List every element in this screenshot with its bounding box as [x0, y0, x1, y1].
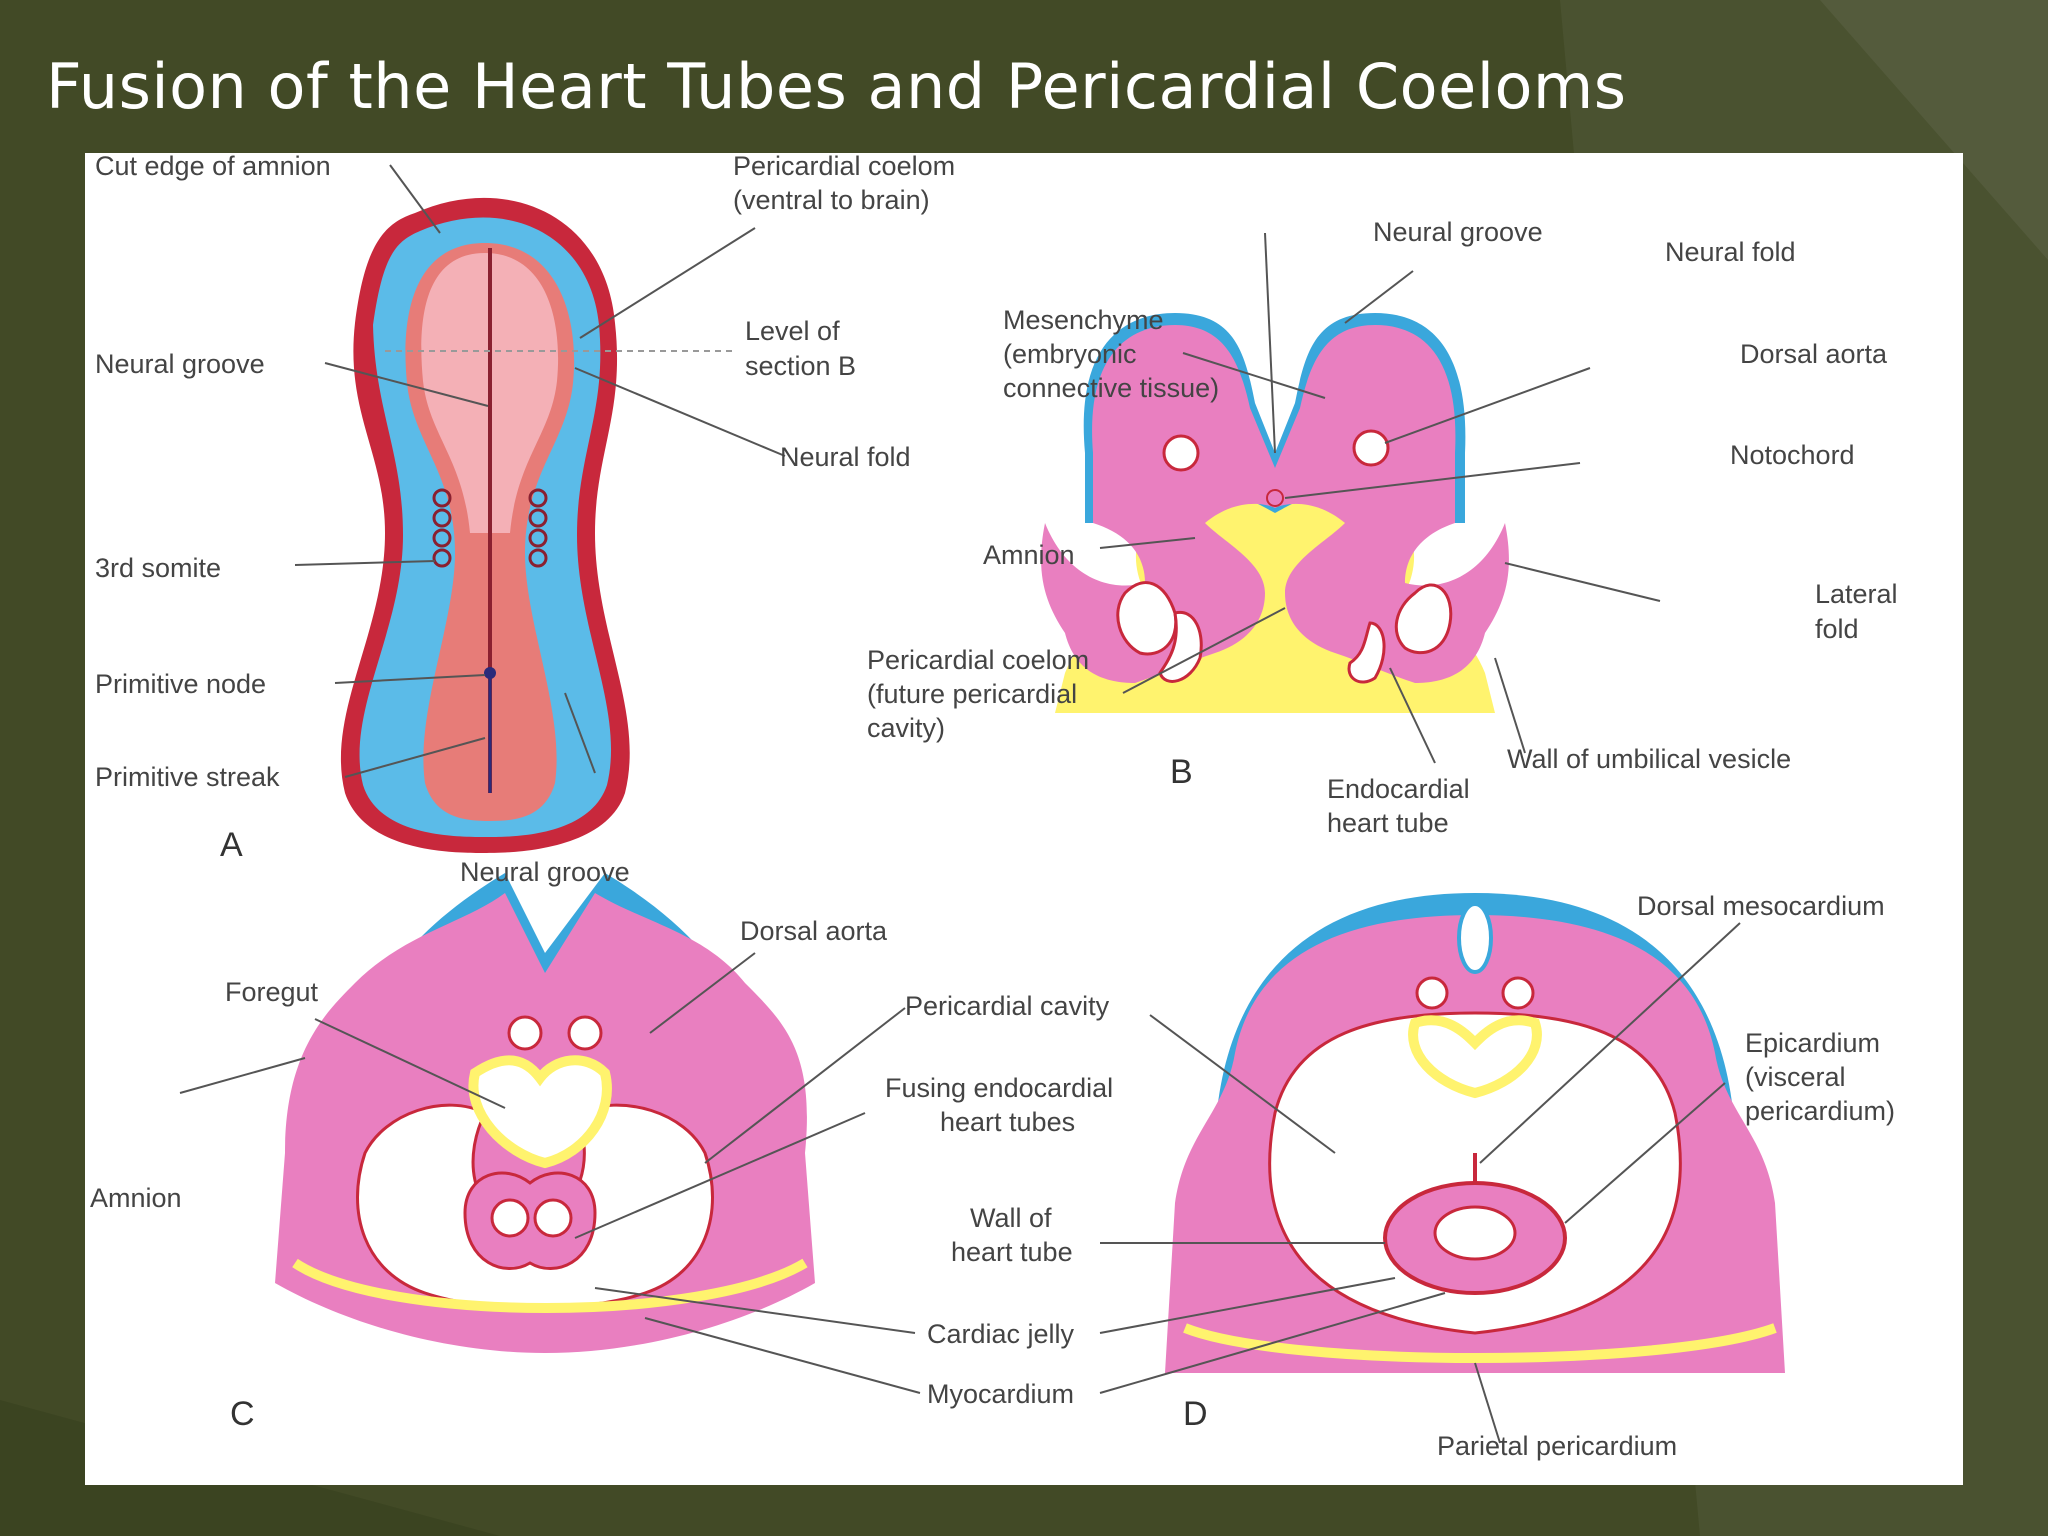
label-pericardial-coelom-a-1: Pericardial coelom: [733, 153, 955, 181]
label-primitive-node: Primitive node: [95, 669, 266, 699]
pericardial-coelom-left: [1116, 581, 1178, 656]
label-endocardial-2: heart tube: [1327, 808, 1449, 838]
pericardial-coelom-right: [1394, 583, 1453, 655]
label-wall-of-umbilical-vesicle: Wall of umbilical vesicle: [1507, 744, 1791, 774]
pericardial-cavity-c: [356, 1103, 714, 1310]
endoderm-c-yellow: [292, 1258, 808, 1313]
label-wall-of-heart-tube-2: heart tube: [951, 1237, 1073, 1267]
panel-d-leaders: [1099, 922, 1741, 1444]
label-foregut: Foregut: [225, 977, 319, 1007]
endocardial-tube-right-c: [533, 1198, 573, 1238]
label-lateral-fold-1: Lateral: [1815, 579, 1898, 609]
label-pericardial-cavity: Pericardial cavity: [905, 991, 1110, 1021]
label-mesenchyme-1: Mesenchyme: [1003, 305, 1164, 335]
panel-a-illustration: [340, 197, 735, 853]
label-parietal-pericardium: Parietal pericardium: [1437, 1431, 1677, 1461]
label-cut-edge-of-amnion: Cut edge of amnion: [95, 153, 331, 181]
figure-svg: Cut edge of amnion Pericardial coelom (v…: [90, 153, 1898, 1461]
label-myocardium: Myocardium: [927, 1379, 1074, 1409]
dorsal-aorta-left-d: [1415, 976, 1449, 1010]
endocardial-tube-left: [1158, 610, 1203, 683]
label-fusing-endocardial-1: Fusing endocardial: [885, 1073, 1113, 1103]
label-neural-fold-b: Neural fold: [1665, 237, 1796, 267]
primitive-node: [484, 667, 496, 679]
label-3rd-somite: 3rd somite: [95, 553, 221, 583]
neural-tube-d: [1457, 902, 1493, 974]
panel-letter-d: D: [1183, 1395, 1208, 1433]
label-pericardial-coelom-b-3: cavity): [867, 713, 945, 743]
endocardial-tube-left-c: [490, 1198, 530, 1238]
label-dorsal-aorta-c: Dorsal aorta: [740, 916, 888, 946]
label-mesenchyme-3: connective tissue): [1003, 373, 1219, 403]
label-neural-groove-a: Neural groove: [95, 349, 265, 379]
panel-b-leaders: [1099, 232, 1661, 764]
bg-right-shade: [1820, 0, 2048, 260]
label-lateral-fold-2: fold: [1815, 614, 1859, 644]
notochord-b: [1266, 489, 1284, 507]
label-primitive-streak: Primitive streak: [95, 762, 280, 792]
label-mesenchyme-2: (embryonic: [1003, 339, 1137, 369]
label-level-of-section-2: section B: [745, 351, 856, 381]
panel-a-leaders: [294, 164, 786, 778]
label-epicardium-3: pericardium): [1745, 1096, 1895, 1126]
somites-right: [528, 488, 548, 568]
dorsal-aorta-left-c: [507, 1015, 543, 1051]
panel-c-leaders: [179, 692, 921, 1394]
label-wall-of-heart-tube-1: Wall of: [970, 1203, 1052, 1233]
foregut-c: [468, 1055, 612, 1169]
label-endocardial-1: Endocardial: [1327, 774, 1470, 804]
embryology-figure: Cut edge of amnion Pericardial coelom (v…: [85, 153, 1963, 1485]
somites-left: [432, 488, 452, 568]
dorsal-aorta-right-c: [567, 1015, 603, 1051]
dorsal-aorta-left-b: [1162, 434, 1200, 472]
endoderm-d-yellow: [1183, 1323, 1777, 1363]
label-neural-groove-b: Neural groove: [1373, 217, 1543, 247]
label-amnion-c: Amnion: [90, 1183, 182, 1213]
label-fusing-endocardial-2: heart tubes: [940, 1107, 1075, 1137]
panel-letter-c: C: [230, 1395, 255, 1433]
label-epicardium-1: Epicardium: [1745, 1028, 1880, 1058]
dorsal-aorta-right-d: [1501, 976, 1535, 1010]
label-notochord: Notochord: [1730, 440, 1855, 470]
dorsal-aorta-right-b: [1352, 429, 1390, 467]
panel-d-illustration: [1165, 893, 1785, 1373]
label-neural-groove-c: Neural groove: [460, 857, 630, 887]
panel-letter-a: A: [220, 826, 243, 864]
label-pericardial-coelom-b-1: Pericardial coelom: [867, 645, 1089, 675]
slide-title: Fusion of the Heart Tubes and Pericardia…: [46, 50, 1627, 123]
foregut-d: [1408, 1015, 1542, 1099]
panel-letter-b: B: [1170, 753, 1193, 791]
label-dorsal-mesocardium: Dorsal mesocardium: [1637, 891, 1885, 921]
label-cardiac-jelly: Cardiac jelly: [927, 1319, 1075, 1349]
label-level-of-section-1: Level of: [745, 316, 840, 346]
label-dorsal-aorta-b: Dorsal aorta: [1740, 339, 1888, 369]
label-neural-fold-a: Neural fold: [780, 442, 911, 472]
endocardial-tube-right: [1347, 621, 1386, 684]
label-amnion-b: Amnion: [983, 540, 1075, 570]
panel-c-illustration: [275, 873, 815, 1353]
panel-b-illustration: [1041, 313, 1509, 713]
heart-myocardium-c: [463, 1171, 597, 1271]
cardiac-lumen-d: [1433, 1205, 1517, 1261]
label-pericardial-coelom-a-2: (ventral to brain): [733, 185, 930, 215]
label-pericardial-coelom-b-2: (future pericardial: [867, 679, 1077, 709]
label-epicardium-2: (visceral: [1745, 1062, 1846, 1092]
